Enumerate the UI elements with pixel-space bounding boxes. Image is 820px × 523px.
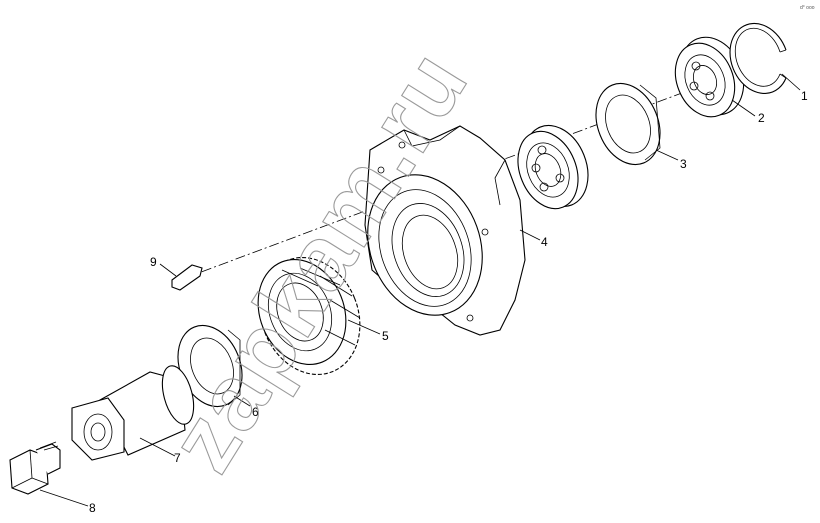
callout-6: 6 [252, 405, 259, 419]
part-3-washer [595, 82, 661, 166]
leader-lines [39, 73, 801, 507]
callout-3: 3 [680, 157, 687, 171]
part-1-snap-ring [729, 22, 787, 94]
callout-2: 2 [758, 111, 765, 125]
callout-1: 1 [801, 89, 808, 103]
part-2-bearing [674, 36, 745, 118]
part-9-key [171, 264, 203, 291]
part-5-gear [257, 256, 361, 376]
callout-7: 7 [174, 451, 181, 465]
callout-9: 9 [150, 255, 157, 269]
corner-code: d° ooo [800, 5, 815, 11]
callout-8: 8 [89, 501, 96, 515]
callout-labels: 1 2 3 4 5 6 7 8 9 [89, 89, 808, 515]
part-7-shaft [71, 365, 195, 461]
callout-5: 5 [382, 329, 389, 343]
part-4-housing [364, 125, 526, 336]
bearing-inner [517, 124, 589, 210]
callout-4: 4 [541, 235, 548, 249]
part-8-plug [9, 441, 61, 495]
